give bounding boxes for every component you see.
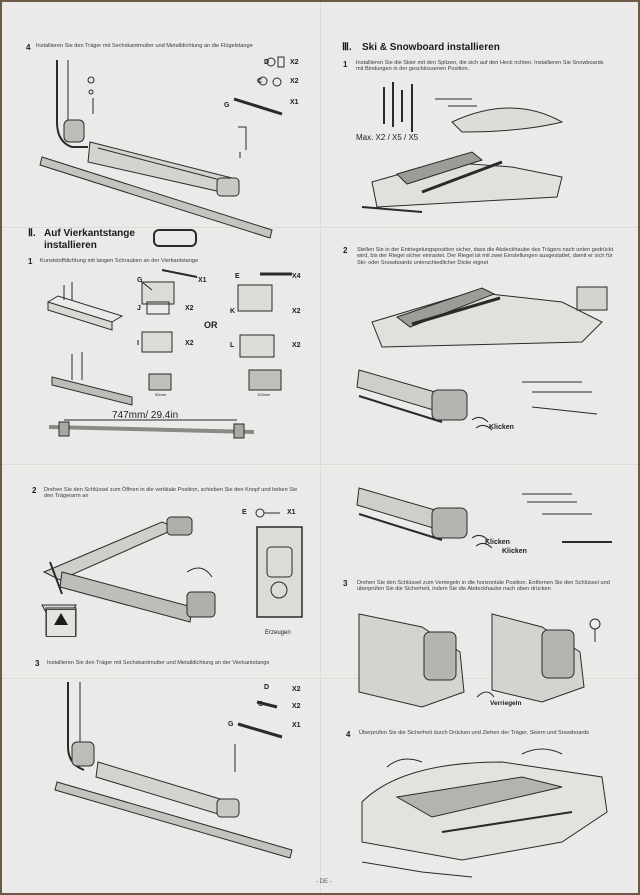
part-letter: C [258, 701, 264, 708]
step-number: 3 [343, 579, 348, 588]
step-number: 2 [32, 486, 37, 495]
click-label: Klicken [489, 424, 514, 431]
part-count: X2 [185, 340, 194, 347]
step-text: Stellen Sie in der Entriegelungsposition… [357, 247, 614, 266]
click-label: Klicken [485, 539, 510, 546]
part-letter: G [137, 277, 143, 284]
step-text: Drehen Sie den Schlüssel zum Verriegeln … [357, 580, 610, 593]
section-title: Auf Vierkantstange [44, 228, 135, 239]
part-count: X2 [292, 686, 301, 693]
latch-click-illustration [356, 487, 612, 549]
part-letter: L [230, 342, 235, 349]
car-check-illustration [361, 748, 608, 878]
step-text: Installieren Sie den Träger mit Sechskan… [47, 660, 270, 666]
step-text: Überprüfen Sie die Sicherheit durch Drüc… [359, 730, 590, 736]
section-title: Ski & Snowboard installieren [362, 42, 500, 53]
fold-line-horizontal [2, 227, 638, 229]
step-number: 2 [343, 246, 348, 255]
part-count: X2 [290, 59, 299, 66]
lock-illustration [358, 613, 601, 708]
measure-label: 747mm/ 29.4in [112, 410, 179, 421]
fold-line-horizontal [2, 678, 638, 680]
square-bar-illustration [47, 269, 292, 439]
fold-line-horizontal [2, 464, 638, 466]
section-roman: Ⅱ. [28, 228, 36, 239]
open-carrier-illustration [41, 508, 303, 638]
max-label: Max. X2 / X5 / X5 [356, 133, 419, 142]
roof-rack-illustration [356, 286, 608, 431]
part-count: X1 [292, 722, 301, 729]
click-label: Klicken [502, 548, 527, 555]
part-letter: G [224, 102, 230, 109]
step-number: 4 [346, 730, 351, 739]
step-number: 4 [26, 43, 31, 52]
part-letter: E [235, 273, 240, 280]
part-count: X2 [292, 342, 301, 349]
part-count: X2 [292, 308, 301, 315]
step-text: Kunststoffdichtung mit langen Schrauben … [40, 258, 199, 264]
warning-icon [46, 609, 76, 637]
part-count: X2 [292, 703, 301, 710]
part-letter: G [228, 721, 234, 728]
ski-layout-illustration [361, 82, 564, 213]
step-text: Drehen Sie den Schlüssel zum Öffnen in d… [44, 487, 298, 500]
part-letter: C [257, 78, 263, 85]
step-number: 3 [35, 659, 40, 668]
or-label: OR [204, 320, 218, 330]
part-letter: I [137, 340, 139, 347]
part-count: X2 [290, 78, 299, 85]
part-letter: J [137, 305, 141, 312]
step-number: 1 [28, 257, 33, 266]
section-roman: Ⅲ. [342, 42, 352, 53]
part-count: X4 [292, 273, 301, 280]
carrier-arm-illustration [39, 60, 273, 239]
part-letter: D [264, 684, 270, 691]
part-letter: E [242, 509, 247, 516]
part-count: X2 [185, 305, 194, 312]
callout-label: Erzeugen [265, 630, 291, 636]
part-count: X1 [290, 99, 299, 106]
part-letter: K [230, 308, 236, 315]
parts-hardware [233, 56, 285, 158]
step-text: Installieren Sie die Skier mit den Spitz… [356, 60, 604, 73]
part-count: X1 [198, 277, 207, 284]
step-text: Installieren Sie den Träger mit Sechskan… [36, 43, 253, 49]
carrier-square-bar-illustration [54, 682, 293, 859]
section-title: installieren [44, 240, 97, 251]
step-number: 1 [343, 60, 348, 69]
page-footer: - DE - [316, 879, 332, 885]
callout-label: Verriegeln [490, 700, 522, 707]
part-count: X1 [287, 509, 296, 516]
fold-line-vertical [320, 2, 322, 893]
dimension-label: 100mm [257, 392, 271, 397]
dimension-label: 50mm [155, 392, 167, 397]
